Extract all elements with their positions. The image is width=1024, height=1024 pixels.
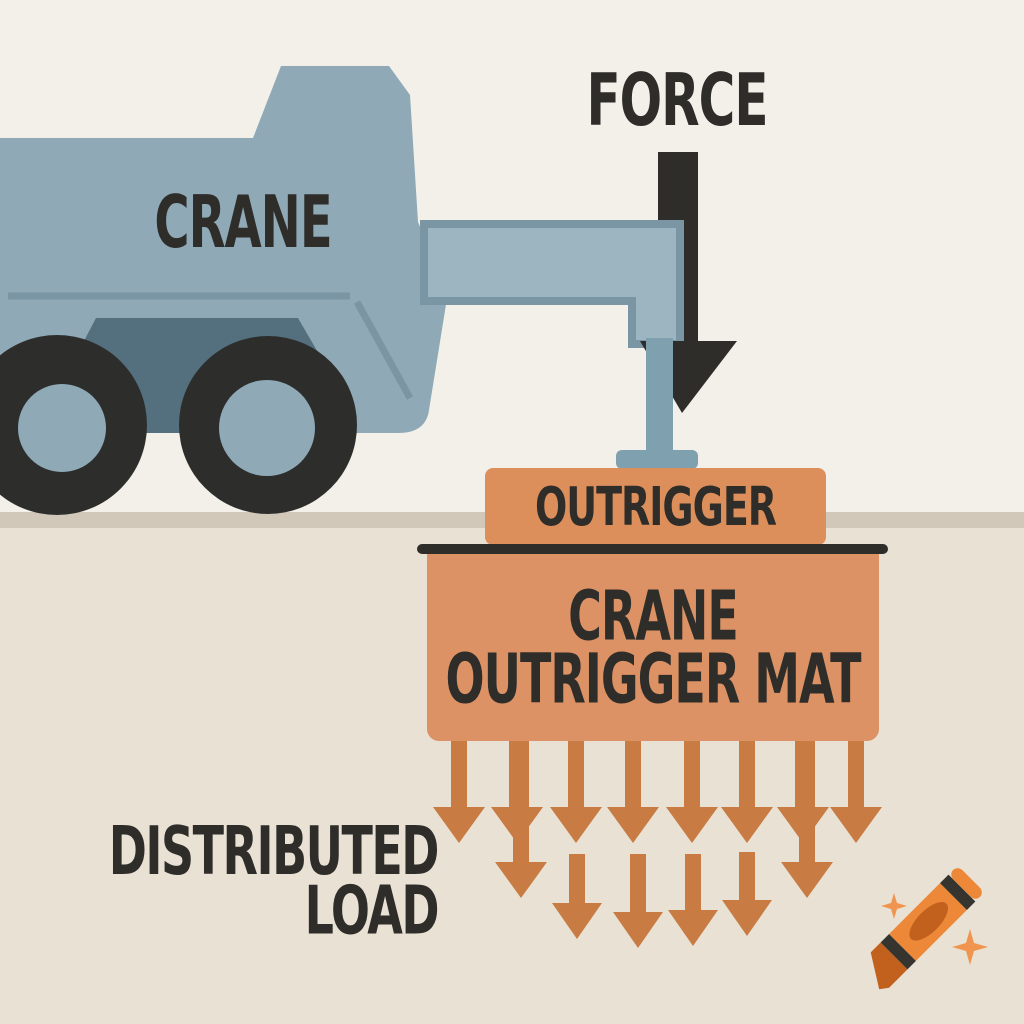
load-arrow-icon [613,854,663,948]
crayon-band [940,874,976,910]
crane-label: CRANE [154,181,332,265]
crane-boom [428,228,676,340]
crayon-icon [870,868,982,990]
crayon-end-cap [951,868,982,899]
mat-label-line1: CRANE [568,575,739,657]
crayon-band [880,934,916,970]
crayon-label-oval [909,901,949,941]
load-arrow-icon [552,854,602,939]
mat-label-line2: OUTRIGGER MAT [445,638,862,720]
distributed-load-arrows [433,736,882,948]
load-arrow-icon [495,736,547,898]
load-arrow-icon [666,736,718,843]
outrigger-jack-leg [646,338,673,454]
outrigger-mat-box: CRANE OUTRIGGER MAT [427,554,879,741]
truck-rear-panel-line [353,300,414,400]
crane-truck [0,66,448,515]
load-arrow-icon [721,736,773,843]
load-arrow-icon [722,852,772,936]
distributed-load-label: DISTRIBUTED LOAD [55,811,440,951]
load-arrow-icon [668,854,718,946]
force-label: FORCE [586,58,768,143]
load-arrow-icon [830,736,882,843]
load-arrow-icon [781,736,833,898]
crayon-tip [870,942,908,990]
distributed-load-line2: LOAD [304,871,440,951]
outrigger-label: OUTRIGGER [534,475,777,538]
sparkle-icon [881,893,907,919]
load-arrow-icon [433,736,485,843]
mat-label: CRANE OUTRIGGER MAT [445,575,862,720]
wheel-1-hub [18,384,106,472]
sparkle-icon [952,929,988,965]
distributed-load-line1: DISTRIBUTED [108,811,440,891]
wheel-2-hub [219,380,315,476]
outrigger-pad-box: OUTRIGGER [485,468,826,545]
mat-top-edge [417,544,888,554]
outrigger-jack-foot [616,450,698,469]
load-arrow-icon [550,736,602,843]
load-arrow-icon [607,736,659,843]
